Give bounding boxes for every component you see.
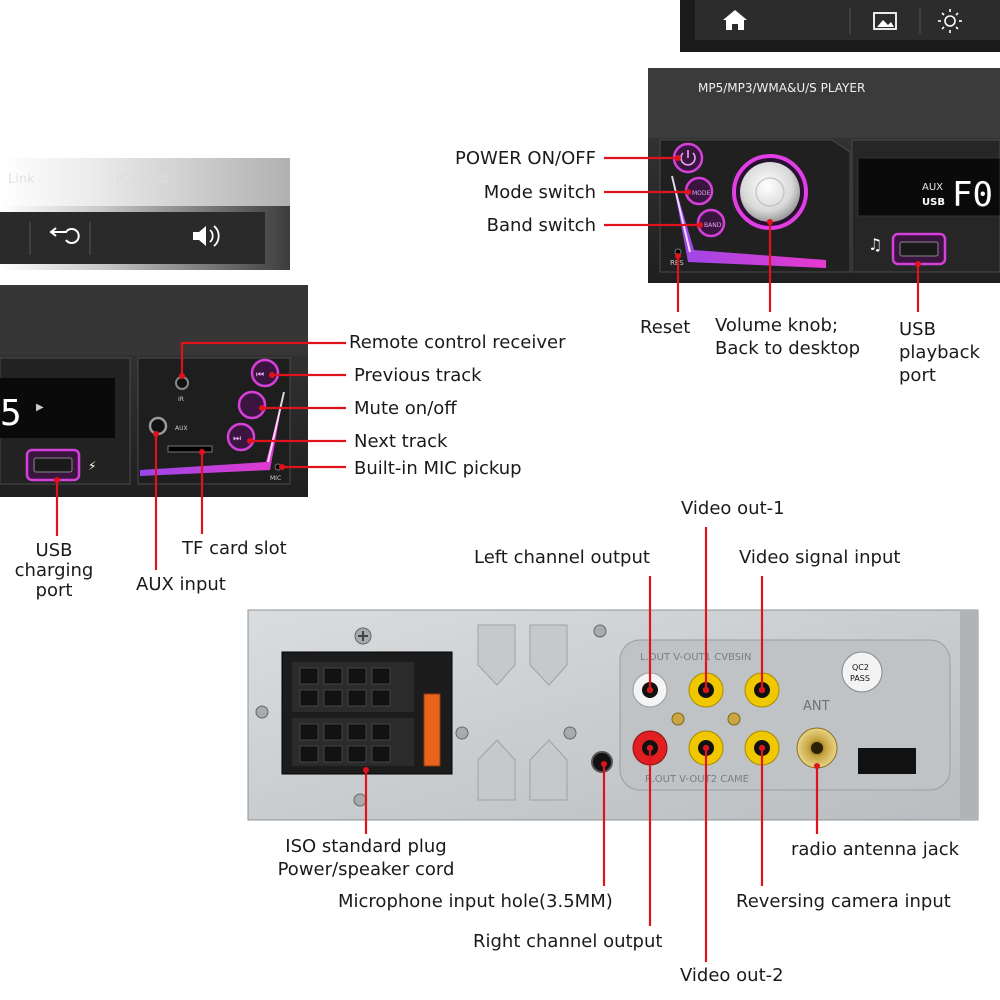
label-usb-playback-2: playback	[899, 342, 980, 363]
label-usb-charge-2: charging	[14, 560, 94, 581]
svg-text:F0: F0	[952, 175, 993, 215]
prev-track-button[interactable]	[250, 358, 280, 388]
volume-icon	[193, 225, 220, 247]
image-icon	[873, 12, 897, 30]
next-track-button[interactable]	[226, 422, 256, 452]
brightness-icon	[938, 9, 962, 33]
label-left-out: Left channel output	[474, 547, 650, 568]
svg-text:AUX: AUX	[922, 182, 943, 193]
label-iso-1: ISO standard plug	[285, 836, 447, 857]
label-next: Next track	[354, 431, 448, 452]
label-usb-playback-1: USB	[899, 319, 936, 340]
label-antenna: radio antenna jack	[791, 839, 960, 860]
label-iso-2: Power/speaker cord	[277, 859, 455, 880]
back-icon	[49, 227, 80, 244]
svg-text:R.OUT V-OUT2 CAME: R.OUT V-OUT2 CAME	[645, 774, 749, 785]
rear-panel: L.OUT V-OUT1 CVBSIN R.OUT V-OUT2 CAME AN…	[247, 609, 979, 821]
label-mute: Mute on/off	[354, 398, 457, 419]
svg-text:AUX: AUX	[175, 425, 188, 432]
mute-button[interactable]	[237, 390, 267, 420]
fuse	[423, 693, 441, 767]
qc-pass-sticker	[841, 651, 883, 693]
svg-text:5: 5	[0, 393, 22, 434]
svg-text:IR: IR	[178, 396, 184, 403]
svg-text:PASS: PASS	[850, 674, 870, 683]
label-power: POWER ON/OFF	[455, 148, 596, 169]
label-mic-hole: Microphone input hole(3.5MM)	[338, 891, 613, 912]
lcd-display-right	[857, 157, 1000, 217]
label-video-out1: Video out-1	[681, 498, 785, 519]
label-block	[858, 748, 916, 774]
label-band: Band switch	[486, 215, 596, 236]
tf-slot[interactable]	[167, 445, 213, 453]
svg-text:QC2: QC2	[852, 663, 869, 672]
aux-jack[interactable]	[148, 416, 168, 436]
label-volume-1: Volume knob;	[715, 315, 839, 336]
front-panel-left: Link iCarFind 5 ▶ ⚡ IR AUX ⏮	[0, 158, 308, 497]
label-reset: Reset	[640, 317, 691, 338]
label-reverse-cam: Reversing camera input	[736, 891, 951, 912]
label-volume-2: Back to desktop	[715, 338, 861, 359]
label-tf: TF card slot	[182, 538, 287, 559]
label-remote: Remote control receiver	[349, 332, 566, 353]
svg-text:⏭: ⏭	[233, 434, 241, 444]
label-video-out2: Video out-2	[680, 965, 784, 986]
svg-text:▶: ▶	[36, 402, 44, 413]
svg-text:MODE: MODE	[692, 190, 711, 197]
svg-text:L.OUT V-OUT1 CVBSIN: L.OUT V-OUT1 CVBSIN	[640, 652, 752, 663]
front-panel-right: MP5/MP3/WMA&U/S PLAYER MODE BAND RES AUX…	[648, 0, 1000, 283]
label-usb-playback-3: port	[899, 365, 936, 386]
music-icon: ♫	[868, 235, 882, 254]
svg-text:Link: Link	[8, 172, 35, 187]
label-prev: Previous track	[354, 365, 482, 386]
label-mic: Built-in MIC pickup	[354, 458, 522, 479]
home-icon	[723, 10, 747, 30]
svg-text:iCarFind: iCarFind	[116, 172, 169, 187]
label-video-in: Video signal input	[739, 547, 901, 568]
svg-text:USB: USB	[922, 197, 945, 208]
label-aux: AUX input	[136, 574, 226, 595]
label-mode: Mode switch	[483, 182, 596, 203]
label-usb-charge-3: port	[35, 580, 73, 601]
lcd-display-left	[0, 378, 115, 438]
player-header: MP5/MP3/WMA&U/S PLAYER	[698, 81, 865, 95]
svg-text:ANT: ANT	[803, 699, 830, 714]
label-usb-charge-1: USB	[35, 540, 73, 561]
svg-text:MIC: MIC	[270, 475, 281, 482]
charge-icon: ⚡	[88, 459, 96, 473]
svg-text:⏮: ⏮	[256, 370, 264, 380]
callout-lines	[54, 155, 921, 962]
svg-text:BAND: BAND	[704, 222, 722, 229]
label-right-out: Right channel output	[473, 931, 663, 952]
